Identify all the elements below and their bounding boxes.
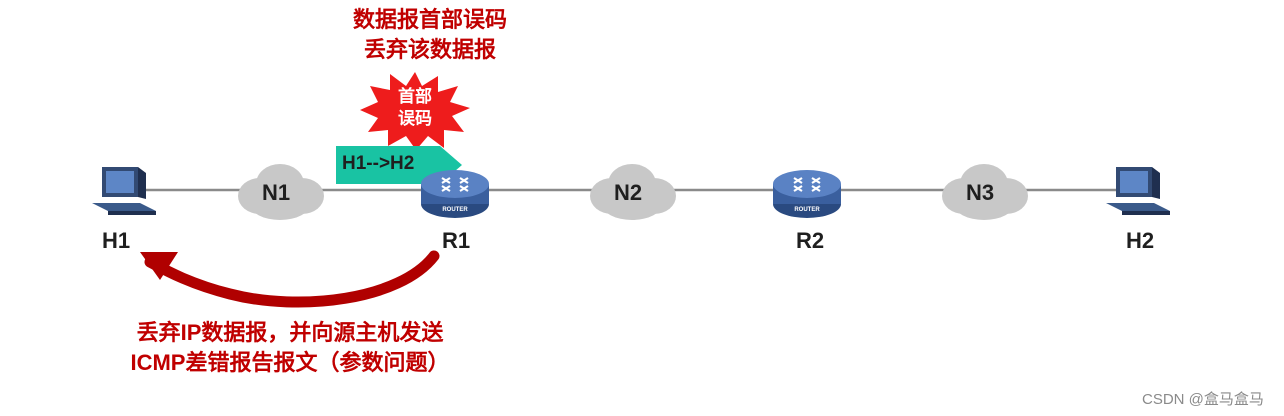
- computer-icon: [1106, 167, 1170, 215]
- burst-icon: [360, 72, 470, 150]
- label-r2: R2: [796, 228, 825, 253]
- network-n3: N3: [936, 160, 1032, 222]
- bottom-note: 丢弃IP数据报，并向源主机发送 ICMP差错报告报文（参数问题）: [100, 318, 480, 378]
- cloud-icon: [942, 164, 1028, 220]
- label-n3: N3: [966, 180, 995, 205]
- label-r1: R1: [442, 228, 471, 253]
- host-h1: [90, 163, 160, 219]
- bottom-note-line2: ICMP差错报告报文（参数问题）: [130, 350, 450, 375]
- cloud-icon: [590, 164, 676, 220]
- top-note-line1: 数据报首部误码: [352, 7, 507, 32]
- arrowhead-icon: [140, 252, 178, 280]
- top-note: 数据报首部误码 丢弃该数据报: [300, 5, 560, 65]
- label-n1: N1: [262, 180, 291, 205]
- computer-icon: [92, 167, 156, 215]
- error-burst: 首部 误码: [358, 70, 472, 152]
- label-h2: H2: [1126, 228, 1155, 253]
- top-note-line2: 丢弃该数据报: [363, 37, 496, 62]
- router-r2: ROUTER: [772, 166, 842, 220]
- router-badge-r1: ROUTER: [442, 207, 468, 213]
- router-badge-r2: ROUTER: [794, 207, 820, 213]
- label-n2: N2: [614, 180, 643, 205]
- burst-line1: 首部: [398, 87, 432, 106]
- host-h2: [1104, 163, 1174, 219]
- router-icon: [421, 170, 489, 218]
- network-n2: N2: [584, 160, 680, 222]
- watermark: CSDN @盒马盒马: [1142, 391, 1264, 408]
- router-icon: [773, 170, 841, 218]
- router-r1: ROUTER: [420, 166, 490, 220]
- network-n1: N1: [232, 160, 328, 222]
- bottom-note-line1: 丢弃IP数据报，并向源主机发送: [136, 320, 444, 345]
- cloud-icon: [238, 164, 324, 220]
- burst-line2: 误码: [398, 109, 432, 128]
- label-h1: H1: [102, 228, 131, 253]
- packet-label: H1-->H2: [342, 153, 415, 174]
